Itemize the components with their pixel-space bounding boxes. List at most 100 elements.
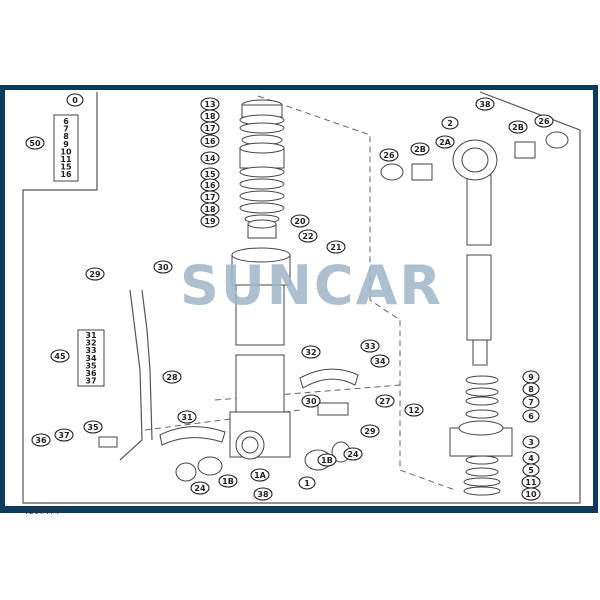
callout-1a: 1A	[250, 468, 270, 482]
callout-33: 33	[360, 339, 380, 353]
svg-text:8: 8	[528, 385, 534, 394]
svg-text:31: 31	[181, 413, 193, 422]
svg-text:4: 4	[528, 454, 534, 463]
group-45-item: 31	[85, 331, 97, 340]
svg-text:18: 18	[204, 112, 216, 121]
callout-30: 30	[153, 260, 173, 274]
callout-26: 26	[534, 114, 554, 128]
svg-text:17: 17	[204, 193, 215, 202]
svg-text:33: 33	[364, 342, 375, 351]
callout-29: 29	[360, 424, 380, 438]
callout-2b: 2B	[410, 142, 430, 156]
svg-text:11: 11	[525, 478, 537, 487]
group-50-item: 11	[60, 155, 72, 164]
callout-22: 22	[298, 229, 318, 243]
svg-text:30: 30	[157, 263, 169, 272]
callout-10: 10	[521, 487, 541, 501]
suncar-watermark: SUNCAR	[180, 254, 443, 317]
group-50-item: 9	[63, 140, 69, 149]
dashed-guide-left	[257, 95, 456, 491]
svg-text:5: 5	[528, 466, 534, 475]
group-50-item: 15	[60, 163, 72, 172]
svg-text:37: 37	[58, 431, 69, 440]
callout-32: 32	[301, 345, 321, 359]
svg-text:35: 35	[87, 423, 99, 432]
svg-text:27: 27	[379, 397, 390, 406]
callout-18: 18	[200, 202, 220, 216]
callout-8: 8	[522, 382, 540, 396]
callout-35: 35	[83, 420, 103, 434]
svg-text:24: 24	[347, 450, 359, 459]
svg-text:15: 15	[204, 170, 216, 179]
svg-text:21: 21	[330, 243, 342, 252]
group-45-item: 32	[85, 339, 96, 348]
svg-text:26: 26	[538, 117, 550, 126]
svg-text:24: 24	[194, 484, 206, 493]
svg-text:6: 6	[528, 412, 534, 421]
callout-16: 16	[200, 178, 220, 192]
callout-9: 9	[522, 370, 540, 384]
group-50-item: 8	[63, 132, 69, 141]
group-50-item: 16	[60, 170, 72, 179]
callout-15: 15	[200, 167, 220, 181]
svg-text:29: 29	[89, 270, 101, 279]
callout-37: 37	[54, 428, 74, 442]
callout-13: 13	[200, 97, 220, 111]
svg-text:7: 7	[528, 398, 534, 407]
callout-45: 45	[50, 349, 70, 363]
svg-text:18: 18	[204, 205, 216, 214]
callout-5: 5	[522, 463, 540, 477]
group-45-item: 35	[85, 361, 97, 370]
callout-17: 17	[200, 190, 220, 204]
hydraulic-tube	[119, 289, 153, 461]
callout-28: 28	[162, 370, 182, 384]
callout-17: 17	[200, 121, 220, 135]
svg-text:34: 34	[374, 357, 386, 366]
svg-text:38: 38	[479, 100, 491, 109]
callout-2a: 2A	[435, 135, 455, 149]
callout-7: 7	[522, 395, 540, 409]
svg-text:1B: 1B	[222, 477, 234, 486]
callout-29: 29	[85, 267, 105, 281]
rod-gland	[449, 375, 513, 496]
callout-20: 20	[290, 214, 310, 228]
svg-text:10: 10	[525, 490, 537, 499]
svg-text:3: 3	[528, 438, 534, 447]
callout-24: 24	[343, 447, 363, 461]
callout-30: 30	[301, 394, 321, 408]
svg-text:38: 38	[257, 490, 269, 499]
svg-text:13: 13	[204, 100, 215, 109]
callout-11: 11	[521, 475, 541, 489]
piston-stack	[239, 99, 285, 239]
group-50-item: 10	[60, 147, 72, 156]
callout-2: 2	[441, 116, 459, 130]
svg-text:30: 30	[305, 397, 317, 406]
svg-text:22: 22	[302, 232, 313, 241]
callout-24: 24	[190, 481, 210, 495]
callout-3: 3	[522, 435, 540, 449]
callout-18: 18	[200, 109, 220, 123]
callout-6: 6	[522, 409, 540, 423]
svg-text:2B: 2B	[512, 123, 524, 132]
figure-id: T207474	[23, 507, 59, 516]
svg-text:26: 26	[383, 151, 395, 160]
callout-36: 36	[31, 433, 51, 447]
pins-and-clamps	[98, 368, 359, 482]
svg-text:29: 29	[364, 427, 376, 436]
cylinder-barrel	[229, 247, 291, 460]
group-45-item: 33	[85, 346, 96, 355]
group-45-item: 36	[85, 369, 97, 378]
callout-27: 27	[375, 394, 395, 408]
callout-1: 1	[298, 476, 316, 490]
callout-19: 19	[200, 214, 220, 228]
group-45-item: 37	[85, 377, 96, 386]
svg-text:17: 17	[204, 124, 215, 133]
svg-text:16: 16	[204, 137, 216, 146]
callout-21: 21	[326, 240, 346, 254]
callout-2b: 2B	[508, 120, 528, 134]
group-50-item: 6	[63, 117, 69, 126]
diagram-border	[22, 91, 581, 504]
callout-4: 4	[522, 451, 540, 465]
